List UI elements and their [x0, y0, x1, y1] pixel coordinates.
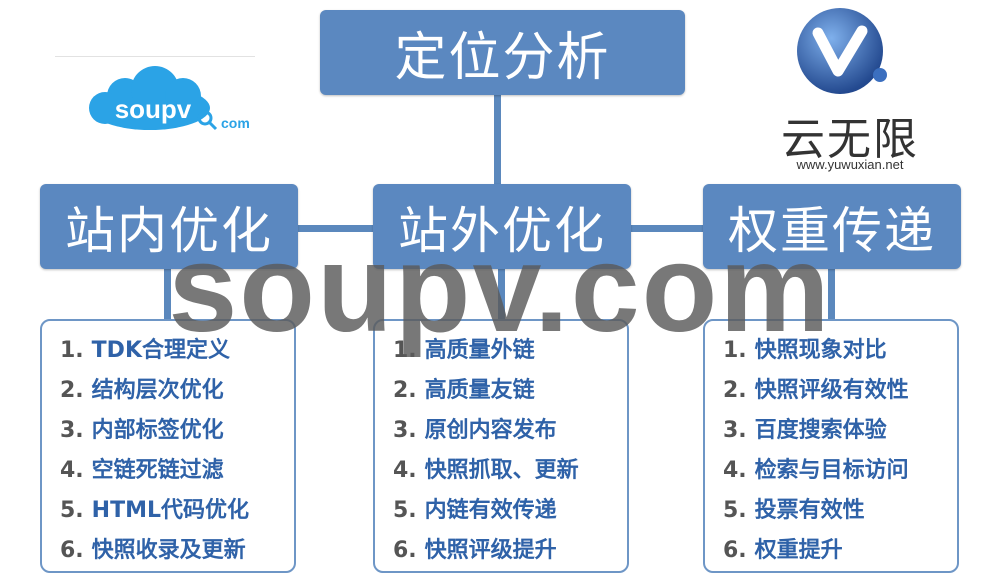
item-number: 1. [723, 338, 747, 363]
list-item: 2. 结构层次优化 [60, 371, 294, 411]
item-text: 权重提升 [754, 538, 843, 563]
list-item: 4. 检索与目标访问 [723, 451, 957, 491]
item-number: 4. [60, 458, 84, 483]
list-item: 3. 原创内容发布 [393, 411, 627, 451]
item-text: 结构层次优化 [91, 378, 224, 403]
item-text: HTML代码优化 [91, 498, 250, 523]
logo-right-url: www.yuwuxian.net [796, 157, 904, 172]
yuwuxian-logo: 云无限 www.yuwuxian.net [760, 5, 940, 175]
item-number: 4. [393, 458, 417, 483]
category-label: 站内优化 [65, 201, 273, 260]
list-item: 6. 权重提升 [723, 531, 957, 571]
item-text: 快照抓取、更新 [424, 458, 579, 483]
item-number: 3. [723, 418, 747, 443]
item-text: 内部标签优化 [91, 418, 224, 443]
logo-right-name: 云无限 [781, 114, 919, 165]
category-label: 站外优化 [398, 201, 606, 260]
list-item: 5. 内链有效传递 [393, 491, 627, 531]
connector-cat1-down [164, 269, 171, 319]
category-node-weight: 权重传递 [703, 184, 961, 269]
item-number: 1. [393, 338, 417, 363]
item-number: 2. [60, 378, 84, 403]
list-item: 4. 空链死链过滤 [60, 451, 294, 491]
connector-cat2-down [498, 269, 505, 319]
list-item: 6. 快照评级提升 [393, 531, 627, 571]
list-item: 2. 快照评级有效性 [723, 371, 957, 411]
list-item: 1. 快照现象对比 [723, 331, 957, 371]
logo-left-suffix: com [221, 115, 250, 131]
item-number: 6. [723, 538, 747, 563]
divider [55, 56, 255, 57]
list-onsite: 1. TDK合理定义 2. 结构层次优化 3. 内部标签优化 4. 空链死链过滤 5. H… [40, 319, 296, 573]
list-item: 5. HTML代码优化 [60, 491, 294, 531]
item-number: 5. [60, 498, 84, 523]
root-node: 定位分析 [320, 10, 685, 95]
item-text: 检索与目标访问 [754, 458, 909, 483]
item-text: TDK合理定义 [91, 338, 230, 363]
root-node-label: 定位分析 [394, 28, 611, 88]
item-number: 1. [60, 338, 84, 363]
list-offsite: 1. 高质量外链 2. 高质量友链 3. 原创内容发布 4. 快照抓取、更新 5. 内链有… [373, 319, 629, 573]
list-item: 5. 投票有效性 [723, 491, 957, 531]
list-item: 6. 快照收录及更新 [60, 531, 294, 571]
list-item: 3. 内部标签优化 [60, 411, 294, 451]
logo-left-main: soupv [115, 94, 192, 124]
item-number: 6. [393, 538, 417, 563]
item-number: 2. [393, 378, 417, 403]
item-text: 高质量外链 [424, 338, 535, 363]
item-text: 空链死链过滤 [91, 458, 224, 483]
item-number: 3. [60, 418, 84, 443]
magnifier-icon [197, 110, 213, 126]
item-text: 快照评级有效性 [754, 378, 909, 403]
item-text: 原创内容发布 [424, 418, 557, 443]
item-number: 6. [60, 538, 84, 563]
item-number: 5. [723, 498, 747, 523]
list-weight: 1. 快照现象对比 2. 快照评级有效性 3. 百度搜索体验 4. 检索与目标访问 5.… [703, 319, 959, 573]
category-node-offsite: 站外优化 [373, 184, 631, 269]
item-text: 高质量友链 [424, 378, 535, 403]
v-logo-icon [797, 8, 887, 94]
list-item: 3. 百度搜索体验 [723, 411, 957, 451]
category-node-onsite: 站内优化 [40, 184, 298, 269]
item-text: 投票有效性 [754, 498, 865, 523]
item-text: 百度搜索体验 [754, 418, 887, 443]
item-text: 快照收录及更新 [91, 538, 246, 563]
category-label: 权重传递 [728, 201, 936, 260]
item-text: 快照评级提升 [424, 538, 557, 563]
list-item: 4. 快照抓取、更新 [393, 451, 627, 491]
item-text: 快照现象对比 [754, 338, 887, 363]
soupv-logo: soupv com [85, 66, 260, 136]
list-item: 1. 高质量外链 [393, 331, 627, 371]
connector-root-down [494, 95, 501, 184]
item-number: 3. [393, 418, 417, 443]
item-number: 5. [393, 498, 417, 523]
cloud-icon: soupv com [89, 66, 250, 131]
item-text: 内链有效传递 [424, 498, 557, 523]
connector-cat3-down [828, 269, 835, 319]
item-number: 2. [723, 378, 747, 403]
list-item: 1. TDK合理定义 [60, 331, 294, 371]
item-number: 4. [723, 458, 747, 483]
list-item: 2. 高质量友链 [393, 371, 627, 411]
